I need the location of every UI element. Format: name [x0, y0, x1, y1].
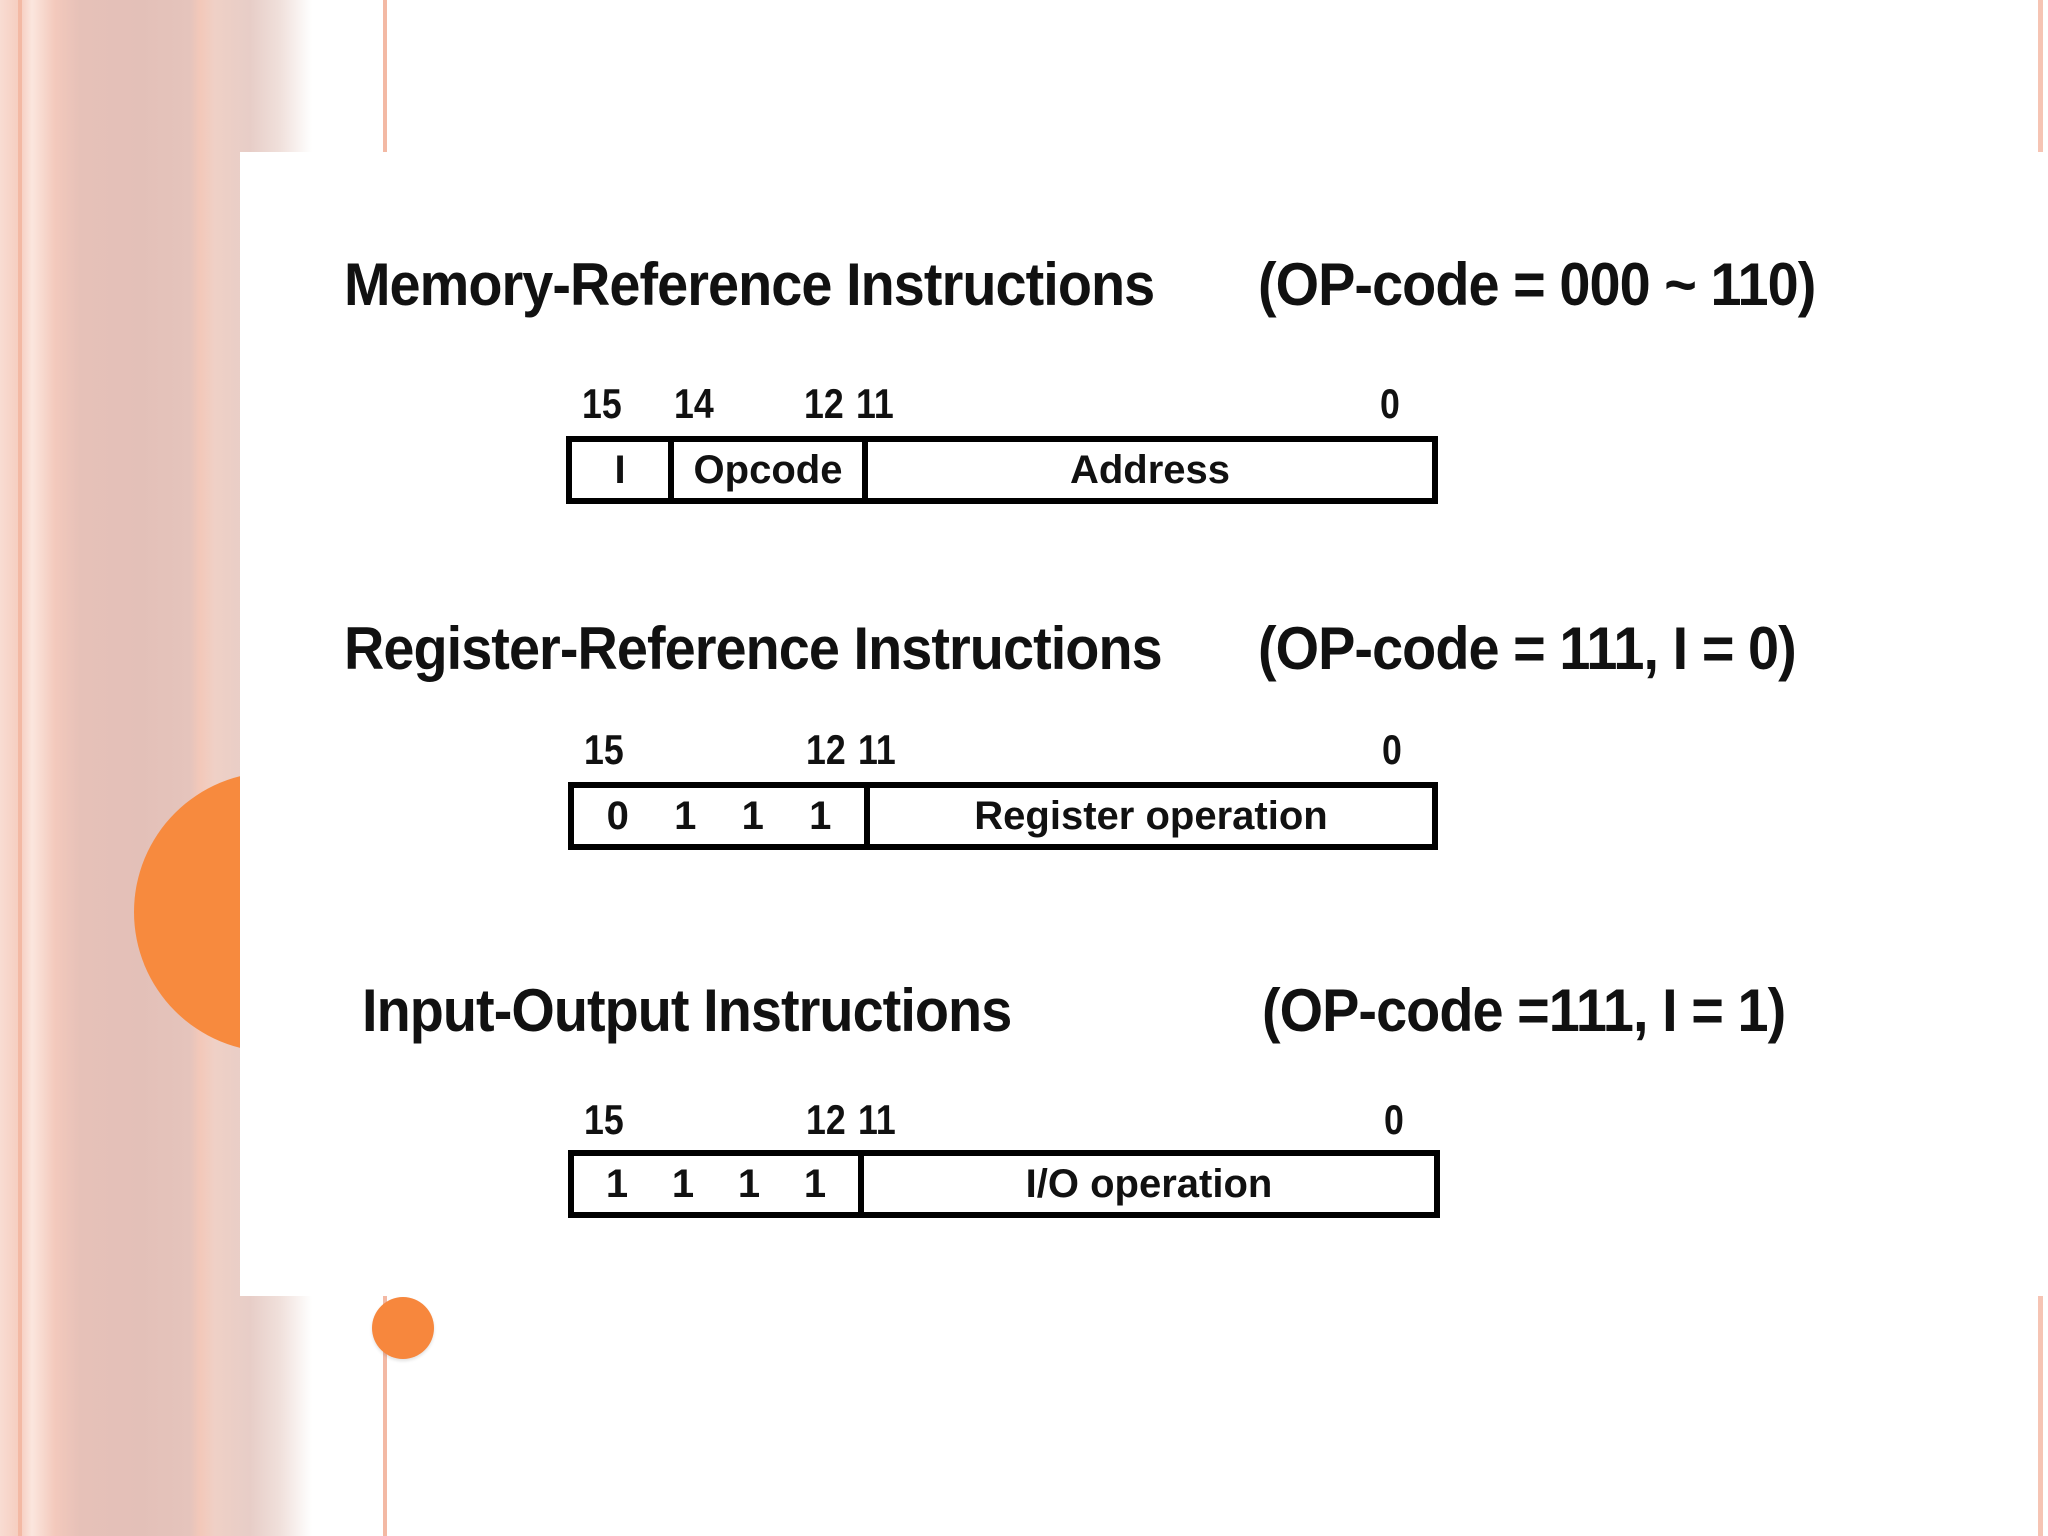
instruction-register: 0 1 1 1 Register operation	[568, 782, 1438, 850]
format-title: Memory-Reference Instructions	[344, 251, 1155, 318]
field-address: Address	[1069, 447, 1231, 492]
field-opcode-bits: 1 1 1 1	[574, 1156, 864, 1212]
bit-label-15: 15	[584, 726, 624, 773]
bit-label-11: 11	[858, 726, 896, 773]
decorative-stripe-line	[18, 0, 22, 1536]
bit-value: 0	[606, 793, 629, 838]
bit-label-0: 0	[1382, 726, 1402, 773]
bit-label-12: 12	[806, 1096, 846, 1143]
decorative-orange-dot	[372, 1297, 434, 1359]
bit-value: 1	[671, 1161, 695, 1206]
bit-label-11: 11	[858, 1096, 896, 1143]
bit-value: 1	[674, 793, 697, 838]
format-condition: (OP-code = 111, I = 0)	[1258, 615, 1797, 682]
bit-value: 1	[737, 1161, 761, 1206]
content-panel	[240, 152, 2048, 1296]
bit-label-12: 12	[804, 380, 844, 427]
bit-label-15: 15	[582, 380, 622, 427]
format-condition: (OP-code = 000 ~ 110)	[1258, 251, 1816, 318]
bit-value: 1	[605, 1161, 629, 1206]
instruction-register: 1 1 1 1 I/O operation	[568, 1150, 1440, 1218]
bit-value: 1	[741, 793, 764, 838]
bit-label-11: 11	[856, 380, 894, 427]
format-title: Input-Output Instructions	[362, 977, 1012, 1044]
field-indirect-bit: I	[572, 442, 674, 498]
bit-label-0: 0	[1380, 380, 1400, 427]
bit-value: 1	[809, 793, 832, 838]
bit-label-15: 15	[584, 1096, 624, 1143]
format-title: Register-Reference Instructions	[344, 615, 1163, 682]
format-condition: (OP-code =111, I = 1)	[1262, 977, 1786, 1044]
bit-label-14: 14	[674, 380, 714, 427]
bit-label-0: 0	[1384, 1096, 1404, 1143]
field-opcode-bits: 0 1 1 1	[574, 788, 870, 844]
field-io-operation: I/O operation	[1025, 1161, 1273, 1206]
field-register-operation: Register operation	[974, 793, 1328, 838]
bit-value: 1	[803, 1161, 827, 1206]
bit-label-12: 12	[806, 726, 846, 773]
field-opcode: Opcode	[674, 442, 868, 498]
instruction-register: I Opcode Address	[566, 436, 1438, 504]
